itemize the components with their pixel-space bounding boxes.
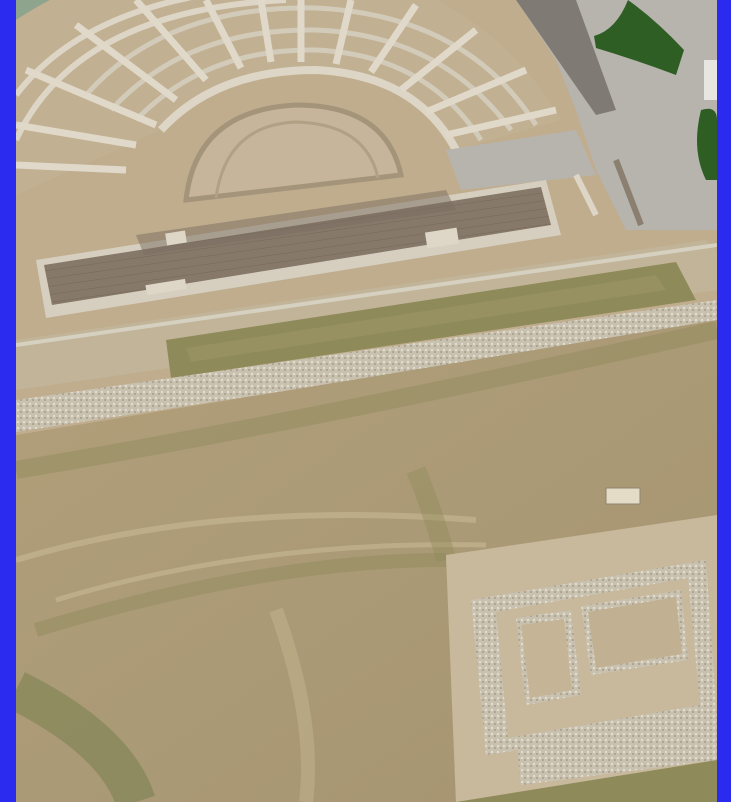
aerial-photo [16,0,717,802]
block [605,487,641,505]
field [16,320,717,802]
ramp [516,0,616,115]
aerial-scene [16,0,717,802]
paving [446,130,596,190]
orchestra [183,102,405,203]
stone-wall [16,300,717,432]
hedge [594,0,684,75]
foundations [446,515,717,802]
hedge [697,108,717,180]
cavea [16,0,561,195]
sign [704,60,717,100]
stage [36,158,644,318]
